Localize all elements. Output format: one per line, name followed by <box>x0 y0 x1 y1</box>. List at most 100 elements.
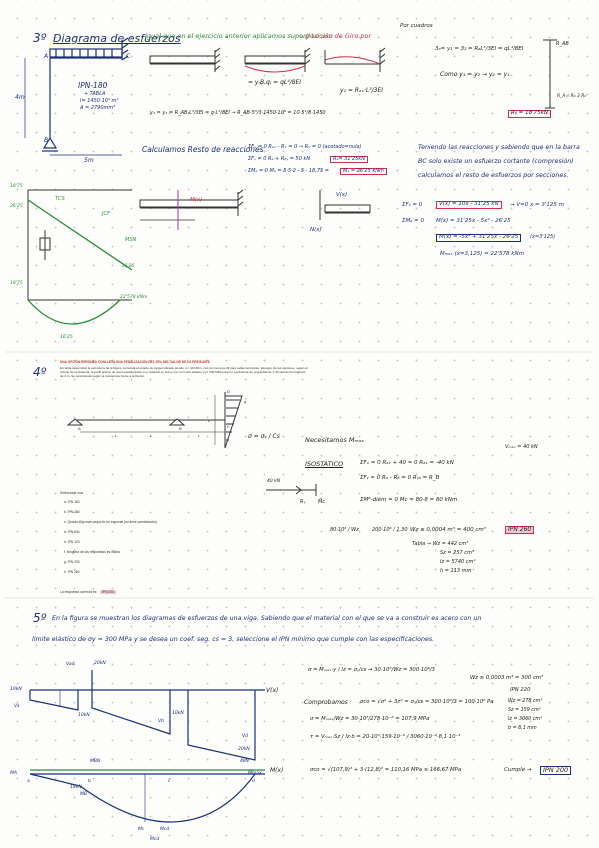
shear-val-0: 10kN <box>10 687 22 692</box>
moment-val-7: 4kN <box>240 759 249 764</box>
label-40kn: 40 kN <box>267 479 281 484</box>
vertical-support <box>543 39 557 109</box>
label-moment-fn: M(x) <box>190 197 203 203</box>
calc-title: Calculamos Resto de reacciones <box>142 145 264 154</box>
label-jcf: JCF <box>102 211 110 217</box>
label-shear-fn: V(x) <box>336 192 348 198</box>
option-e[interactable]: e. IPN 120 <box>64 540 80 544</box>
final-result: IPN 200 <box>540 766 572 775</box>
moment-val-4: Mcd <box>160 827 170 832</box>
section5-moment <box>29 769 265 823</box>
label-d: d <box>252 779 255 784</box>
wz-result: Wz ≥ 0,0004 m³ = 400 cm³ <box>410 527 486 533</box>
eq-moment-result: M(x) = -5x² + 31'25x - 26'25 <box>436 234 522 242</box>
label-a: a <box>27 779 30 784</box>
frac-1: = y₍B,q₎ = qL⁴/8EI <box>248 79 302 86</box>
text-right-1: Teniendo las reacciones y sabiendo que e… <box>418 144 580 151</box>
options-header: Seleccione una: <box>60 491 84 495</box>
shear-val-1: Vad <box>66 662 75 667</box>
label-axial-fn: N(x) <box>310 227 322 233</box>
table-wz: Tabla → Wz = 442 cm³ <box>412 541 469 547</box>
isostatico: ISOSTATICO <box>305 460 344 468</box>
profile-line-1: + TABLA <box>84 91 106 97</box>
label-C: C <box>126 53 131 60</box>
eq-moment-1: M(x) = 31'25x - 5x² - 26'25 <box>436 218 511 224</box>
label-A: A <box>44 53 49 60</box>
diagram-m1: 26'25 <box>10 204 23 209</box>
calc-2-result: Rₐ= 31'25kN <box>330 156 368 163</box>
shear-diagram <box>27 189 133 325</box>
frac-right: 200·10⁶ / 1,30 <box>372 527 408 533</box>
section4-red-header: UNA OPCIÓN ERRÓNEA CONLLEVA UNA PENALIZA… <box>60 360 210 364</box>
section5-shear <box>29 670 265 761</box>
label-B: B <box>44 137 49 144</box>
superposition-beams <box>149 47 386 73</box>
eq-rbx: Rᵦ = 18'75kN <box>508 110 551 118</box>
label-B2: B <box>179 426 182 431</box>
option-a[interactable]: a. IPN 160 <box>64 500 80 504</box>
eq-final: σco = √(107,9)² + 3·(12,8)² = 110,16 MPa… <box>310 767 462 773</box>
moment-val-3: MBN <box>90 759 101 764</box>
option-c[interactable]: c. Quizás elija este pequeño en especial… <box>64 520 158 524</box>
answer-prefix: La respuesta correcta es: <box>60 590 98 594</box>
label-rbx: R_AB <box>556 41 569 47</box>
section3-note: Igual que en el ejercicio anterior aplic… <box>145 32 333 40</box>
profile-line-2: I= 1450·10⁴ m⁴ <box>80 98 119 104</box>
label-msn: MSN <box>125 237 137 243</box>
profile-label: IPN-180 <box>78 81 108 90</box>
option-f[interactable]: f. Ninguna de las respuestas es válida <box>64 550 120 554</box>
label-L1: L <box>115 433 118 438</box>
option-h[interactable]: h. IPN 280 <box>64 570 80 574</box>
eq-tau: τ = Vₘₐₓ·Sz / Iz·b = 20·10³·159·10⁻⁶ / 3… <box>310 734 461 740</box>
eq-wz-5: Wz ≥ 0,0003 m³ = 300 cm³ <box>470 675 544 681</box>
section3-number: 3º <box>33 31 47 45</box>
table-iz: Iz = 5740 cm⁴ <box>440 559 476 565</box>
comprobamos: Comprobamos <box>304 699 348 706</box>
diagram-m2: 22'578 kNm <box>120 295 148 300</box>
label-ra: R_A= R₀ 3 R₀ <box>557 94 587 99</box>
option-d[interactable]: d. IPN 240 <box>64 530 80 534</box>
label-L2: L <box>150 433 153 438</box>
necesitamos: Necesitamos Mₘₐₓ <box>305 436 365 444</box>
ipn-result: IPN 260 <box>505 526 535 534</box>
eq-shear-zero: → V=0 x = 3'125 m <box>510 202 564 208</box>
eq-ipn-5: IPN 220 <box>510 687 531 693</box>
eq-sum-forces: ΣFᵧ = 0 <box>402 202 423 208</box>
shear-val-4: Vd <box>242 734 248 739</box>
calc-3: ΣMₐ = 0 Mₐ = 5·5·2 - 5 · 18,75 = <box>248 168 329 174</box>
eq-moment-x: (x=3'125) <box>530 234 556 240</box>
label-vx: V(x) <box>266 687 279 694</box>
frame-drawing <box>24 37 129 156</box>
profile-line-3: A = 2790mm² <box>80 105 116 111</box>
shear-val-6: Vb <box>158 719 164 724</box>
tabla-val-1: Sz = 159 cm³ <box>508 708 541 713</box>
label-tcs: TCS <box>55 196 65 202</box>
eq-comp: σco = √σ² + 3τ² = σᵧ/cs = 300·10⁶/3 = 10… <box>360 699 494 705</box>
moment-val-5: Mc <box>138 827 145 832</box>
tabla-val-0: Wz = 278 cm³ <box>508 699 543 704</box>
option-b[interactable]: b. IPN 180 <box>64 510 80 514</box>
table-tw: h = 113 mm <box>440 568 472 574</box>
eq-combined: 3ₐ= y₁ = 3₂ = RₐL³/3EI = qL⁴/8EI <box>435 46 524 52</box>
eq-sigma-5: σ = Mₘₐₓ·y / Iz = σᵧ/cs → 30·10³/Wz = 30… <box>308 667 435 673</box>
eq-sigma-2: σ = Mₘₐₓ/Wz = 30·10³/278·10⁻⁶ = 107,9 MP… <box>310 716 430 722</box>
label-q: q <box>244 399 247 404</box>
eq-sum-moments: ΣMₐ = 0 <box>402 218 424 224</box>
moment-val-2: 18kN <box>70 785 82 790</box>
section5-number: 5º <box>33 611 47 625</box>
eq-long: y₁ = y₂ = R_AB·L³/3EI = q·L⁴/8EI → R_AB·… <box>150 110 326 116</box>
tabla-val-3: b = 8,1 mm <box>508 726 537 731</box>
label-A2: A <box>78 426 81 431</box>
frac-2: y₂ = Rₐₓ·L³/3EI <box>340 87 384 94</box>
option-g[interactable]: g. IPN 200 <box>64 560 80 564</box>
section4-paragraph: En tabla determinar la estructura de la … <box>60 366 308 379</box>
diagram-v1: 18'75 <box>10 184 23 189</box>
label-Lv: L <box>208 418 211 423</box>
dim-width: 5m <box>84 157 94 164</box>
section3-title: Diagrama de esfuerzos <box>53 32 181 45</box>
moment-val-8: Mmax <box>248 771 262 776</box>
moment-val-1: MB <box>80 792 87 797</box>
section5-line1: En la figura se muestran los diagramas d… <box>52 615 482 622</box>
answer-value: IPN 200 <box>100 590 116 595</box>
